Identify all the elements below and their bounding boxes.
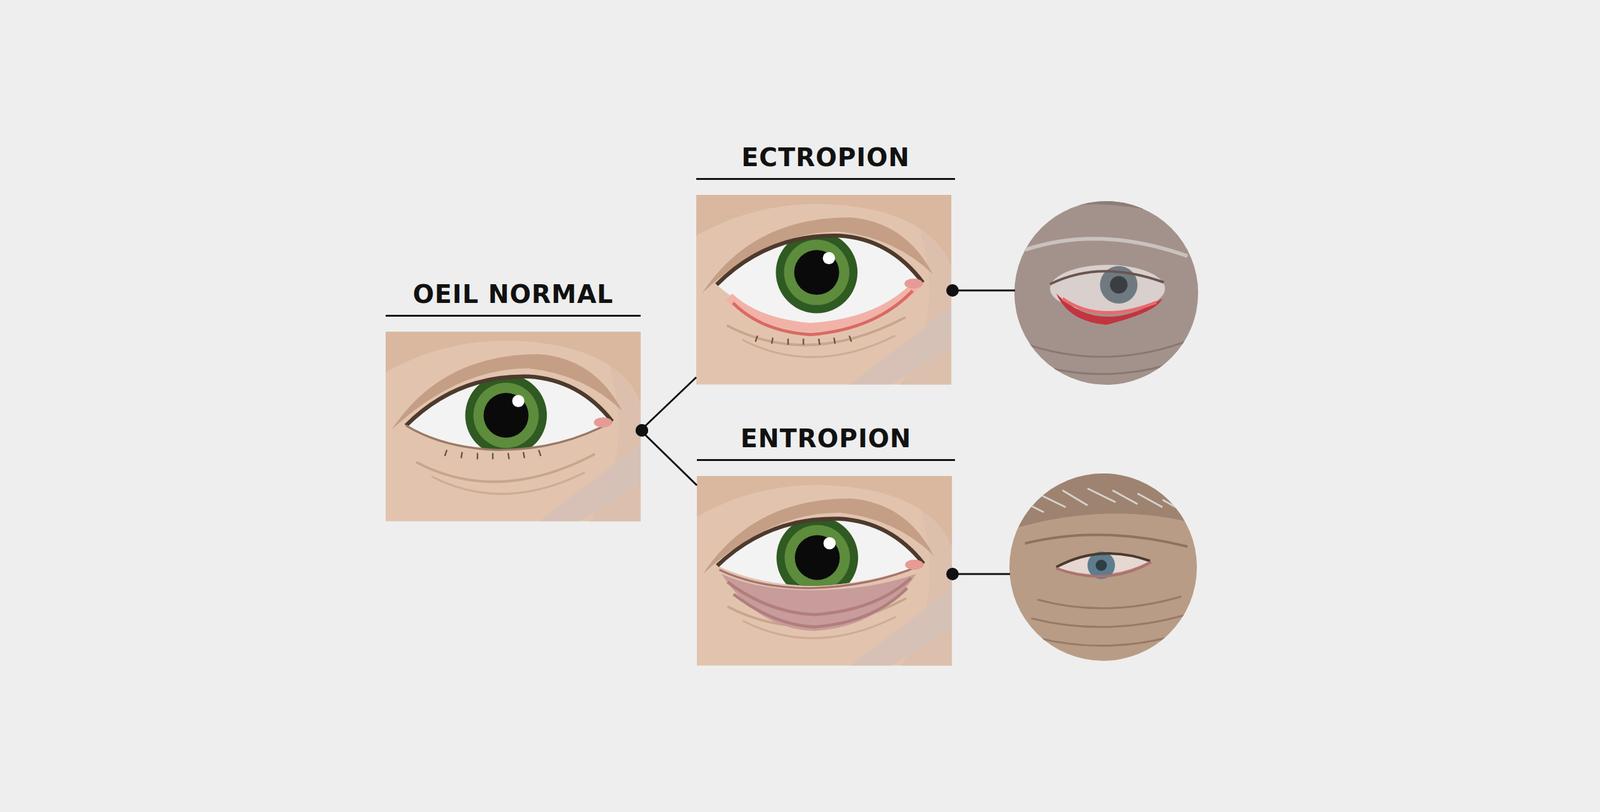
connector-line	[640, 430, 697, 486]
eye-illustration-box: OEIL NORMAL	[385, 331, 641, 522]
ectropion-photo	[1012, 200, 1200, 388]
connector-dot	[635, 424, 649, 437]
eye-illustration-box: ENTROPION	[696, 476, 955, 669]
connector-dot	[635, 424, 649, 437]
entropion-eye	[696, 476, 952, 667]
section-heading: ECTROPION	[696, 143, 955, 180]
eye-illustration-box: ECTROPION	[696, 195, 955, 388]
connector	[635, 424, 697, 486]
ectropion-eye	[696, 195, 952, 385]
connector	[635, 377, 697, 437]
section-heading: OEIL NORMAL	[385, 280, 641, 317]
entropion-photo	[1006, 471, 1200, 666]
section-heading: ENTROPION	[696, 424, 955, 462]
connector-line	[640, 377, 697, 431]
normal-eye	[385, 331, 641, 522]
